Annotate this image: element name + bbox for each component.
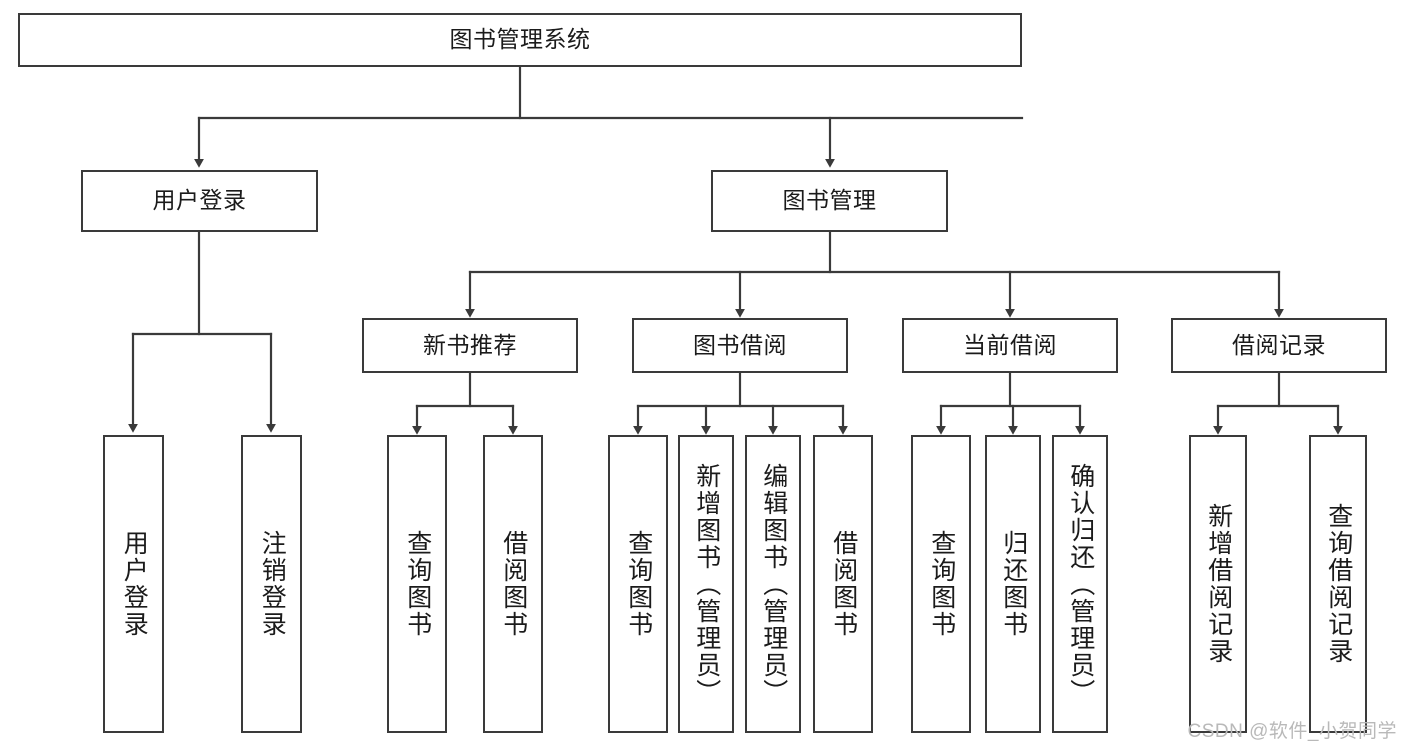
node-leaf-borrow-book-2[interactable]: 借阅图书 (813, 435, 873, 733)
node-leaf-borrow-book-2-label: 借阅图书 (829, 530, 858, 638)
node-leaf-confirm-return-label: 确认归还（管理员） (1066, 462, 1095, 706)
node-user-login-label: 用户登录 (152, 187, 247, 214)
node-borrow-record[interactable]: 借阅记录 (1171, 318, 1387, 373)
node-leaf-query-book-2-label: 查询图书 (624, 530, 653, 638)
node-leaf-query-book-1-label: 查询图书 (403, 530, 432, 638)
node-leaf-add-borrow-record[interactable]: 新增借阅记录 (1189, 435, 1247, 733)
node-leaf-query-borrow-record[interactable]: 查询借阅记录 (1309, 435, 1367, 733)
node-new-book-recommend[interactable]: 新书推荐 (362, 318, 578, 373)
node-leaf-query-book-1[interactable]: 查询图书 (387, 435, 447, 733)
node-book-manage-label: 图书管理 (782, 187, 877, 214)
node-leaf-confirm-return[interactable]: 确认归还（管理员） (1052, 435, 1108, 733)
node-leaf-query-borrow-record-label: 查询借阅记录 (1324, 503, 1353, 665)
node-borrow-record-label: 借阅记录 (1232, 331, 1326, 358)
node-current-borrow-label: 当前借阅 (963, 331, 1057, 358)
node-leaf-user-logout-label: 注销登录 (258, 530, 287, 638)
node-root[interactable]: 图书管理系统 (18, 13, 1022, 67)
watermark: CSDN @软件_小贺同学 (1187, 721, 1397, 742)
node-leaf-user-login-label: 用户登录 (120, 530, 149, 638)
node-leaf-query-book-3[interactable]: 查询图书 (911, 435, 971, 733)
node-leaf-return-book[interactable]: 归还图书 (985, 435, 1041, 733)
node-leaf-query-book-2[interactable]: 查询图书 (608, 435, 668, 733)
node-book-borrow-label: 图书借阅 (693, 331, 787, 358)
node-leaf-add-book[interactable]: 新增图书（管理员） (678, 435, 734, 733)
node-root-label: 图书管理系统 (449, 26, 591, 53)
node-book-manage[interactable]: 图书管理 (711, 170, 948, 232)
node-leaf-user-logout[interactable]: 注销登录 (241, 435, 302, 733)
node-leaf-add-book-label: 新增图书（管理员） (692, 462, 721, 706)
node-new-book-recommend-label: 新书推荐 (423, 331, 517, 358)
node-leaf-query-book-3-label: 查询图书 (927, 530, 956, 638)
node-leaf-add-borrow-record-label: 新增借阅记录 (1204, 503, 1233, 665)
node-leaf-edit-book-label: 编辑图书（管理员） (759, 462, 788, 706)
node-leaf-borrow-book-1[interactable]: 借阅图书 (483, 435, 543, 733)
node-leaf-return-book-label: 归还图书 (999, 530, 1028, 638)
node-current-borrow[interactable]: 当前借阅 (902, 318, 1118, 373)
node-book-borrow[interactable]: 图书借阅 (632, 318, 848, 373)
node-leaf-user-login[interactable]: 用户登录 (103, 435, 164, 733)
node-leaf-borrow-book-1-label: 借阅图书 (499, 530, 528, 638)
node-leaf-edit-book[interactable]: 编辑图书（管理员） (745, 435, 801, 733)
node-user-login[interactable]: 用户登录 (81, 170, 318, 232)
